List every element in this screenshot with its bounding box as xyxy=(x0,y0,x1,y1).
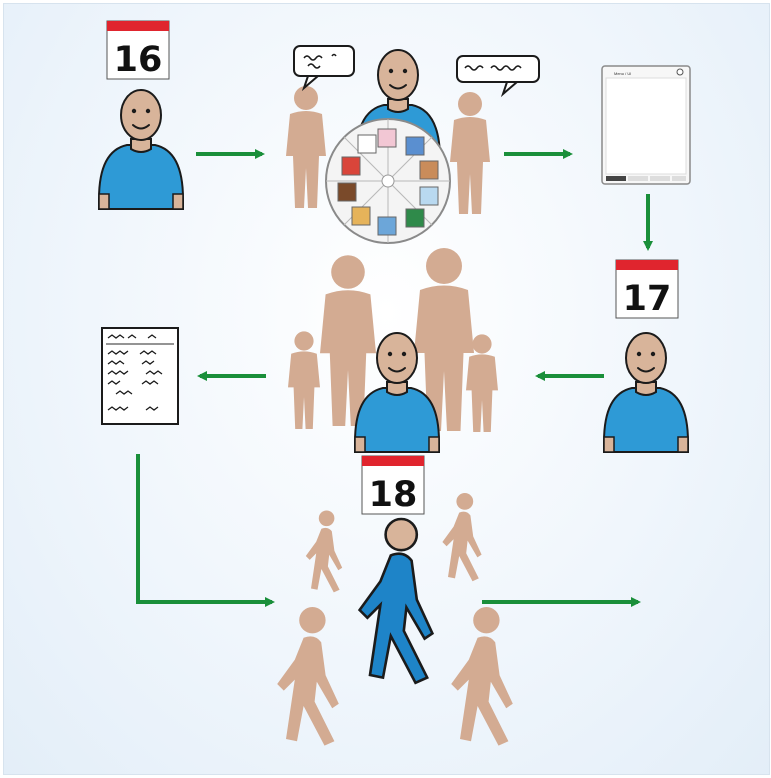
meeting-group xyxy=(286,45,540,244)
walking-person-icon-main xyxy=(358,517,434,685)
tablet-title: Menu / UI xyxy=(614,71,631,76)
transition-diagram: 16 xyxy=(3,3,770,775)
speech-bubble-icon-left xyxy=(293,45,355,92)
calendar-day-16: 16 xyxy=(114,40,163,80)
tablet-icon: Menu / UI xyxy=(601,65,691,185)
person-icon-right xyxy=(603,332,689,453)
calendar-day-17: 17 xyxy=(623,279,672,319)
speech-bubble-icon-right xyxy=(456,55,540,98)
arrow-icon-6 xyxy=(136,454,275,607)
calendar-icon-16: 16 xyxy=(106,20,170,80)
calendar-day-18: 18 xyxy=(369,475,418,515)
communication-wheel-icon xyxy=(325,118,451,244)
document-icon xyxy=(101,327,179,425)
calendar-icon-18: 18 xyxy=(361,455,425,515)
family-icon xyxy=(288,248,498,453)
person-icon-start xyxy=(98,89,184,210)
calendar-icon-17: 17 xyxy=(615,259,679,319)
